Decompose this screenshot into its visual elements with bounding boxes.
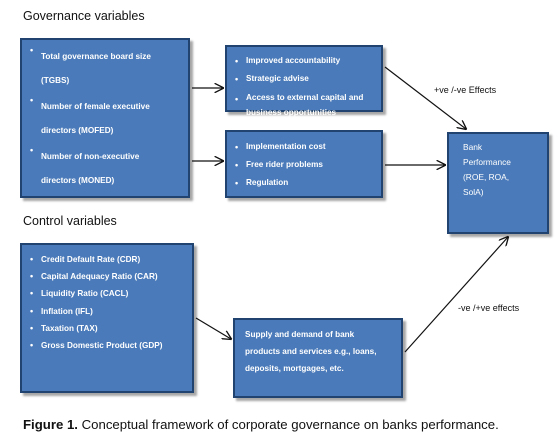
list-item: Access to external capital and business … <box>235 90 377 120</box>
item-line: Access to external capital and <box>246 93 364 102</box>
list-item: Improved accountability <box>235 52 377 70</box>
heading-governance-variables: Governance variables <box>23 9 145 23</box>
item-line: directors (MOFED) <box>41 126 114 135</box>
list-item: Number of female executive directors (MO… <box>30 95 184 143</box>
item-line: Regulation <box>246 178 289 187</box>
supply-demand-box: Supply and demand of bank products and s… <box>233 318 403 398</box>
item-line: Free rider problems <box>246 160 323 169</box>
heading-control-variables: Control variables <box>23 214 117 228</box>
caption-prefix: Figure 1. <box>23 417 78 432</box>
list-item: Regulation <box>235 174 377 192</box>
figure-caption: Figure 1. Conceptual framework of corpor… <box>23 417 499 432</box>
supply-line: deposits, mortgages, etc. <box>245 364 344 373</box>
governance-variables-box: Total governance board size (TGBS) Numbe… <box>20 38 190 198</box>
item-line: Number of non-executive <box>41 152 140 161</box>
item-line: Number of female executive <box>41 102 150 111</box>
list-item: Capital Adequacy Ratio (CAR) <box>30 268 188 285</box>
costs-box: Implementation cost Free rider problems … <box>225 130 383 198</box>
edge-label-top: +ve /-ve Effects <box>434 85 497 95</box>
performance-line: SolA) <box>463 187 484 197</box>
list-item: Total governance board size (TGBS) <box>30 45 184 93</box>
list-item: Credit Default Rate (CDR) <box>30 251 188 268</box>
control-variables-box: Credit Default Rate (CDR) Capital Adequa… <box>20 243 194 393</box>
item-line: Strategic advise <box>246 74 309 83</box>
item-line: Improved accountability <box>246 56 341 65</box>
list-item: Strategic advise <box>235 70 377 88</box>
bank-performance-box: Bank Performance (ROE, ROA, SolA) <box>447 132 549 234</box>
performance-line: Performance <box>463 157 511 167</box>
arrow-supply-to-performance <box>404 237 508 353</box>
item-line: business opportunities <box>246 108 337 117</box>
list-item: Implementation cost <box>235 138 377 156</box>
benefits-box: Improved accountability Strategic advise… <box>225 45 383 117</box>
list-item: Liquidity Ratio (CACL) <box>30 285 188 302</box>
performance-line: Bank <box>463 142 483 152</box>
performance-line: (ROE, ROA, <box>463 172 510 182</box>
list-item: Free rider problems <box>235 156 377 174</box>
list-item: Taxation (TAX) <box>30 320 188 337</box>
list-item: Number of non-executive directors (MONED… <box>30 145 184 193</box>
list-item: Inflation (IFL) <box>30 303 188 320</box>
arrow-benefits-to-performance <box>384 66 466 129</box>
item-line: Total governance board size <box>41 52 151 61</box>
arrow-control-to-supply <box>195 317 231 339</box>
list-item: Gross Domestic Product (GDP) <box>30 337 188 354</box>
supply-line: products and services e.g., loans, <box>245 347 377 356</box>
item-line: directors (MONED) <box>41 176 115 185</box>
item-line: (TGBS) <box>41 76 70 85</box>
caption-text: Conceptual framework of corporate govern… <box>81 417 499 432</box>
supply-line: Supply and demand of bank <box>245 330 355 339</box>
edge-label-bottom: -ve /+ve effects <box>458 303 520 313</box>
item-line: Implementation cost <box>246 142 326 151</box>
